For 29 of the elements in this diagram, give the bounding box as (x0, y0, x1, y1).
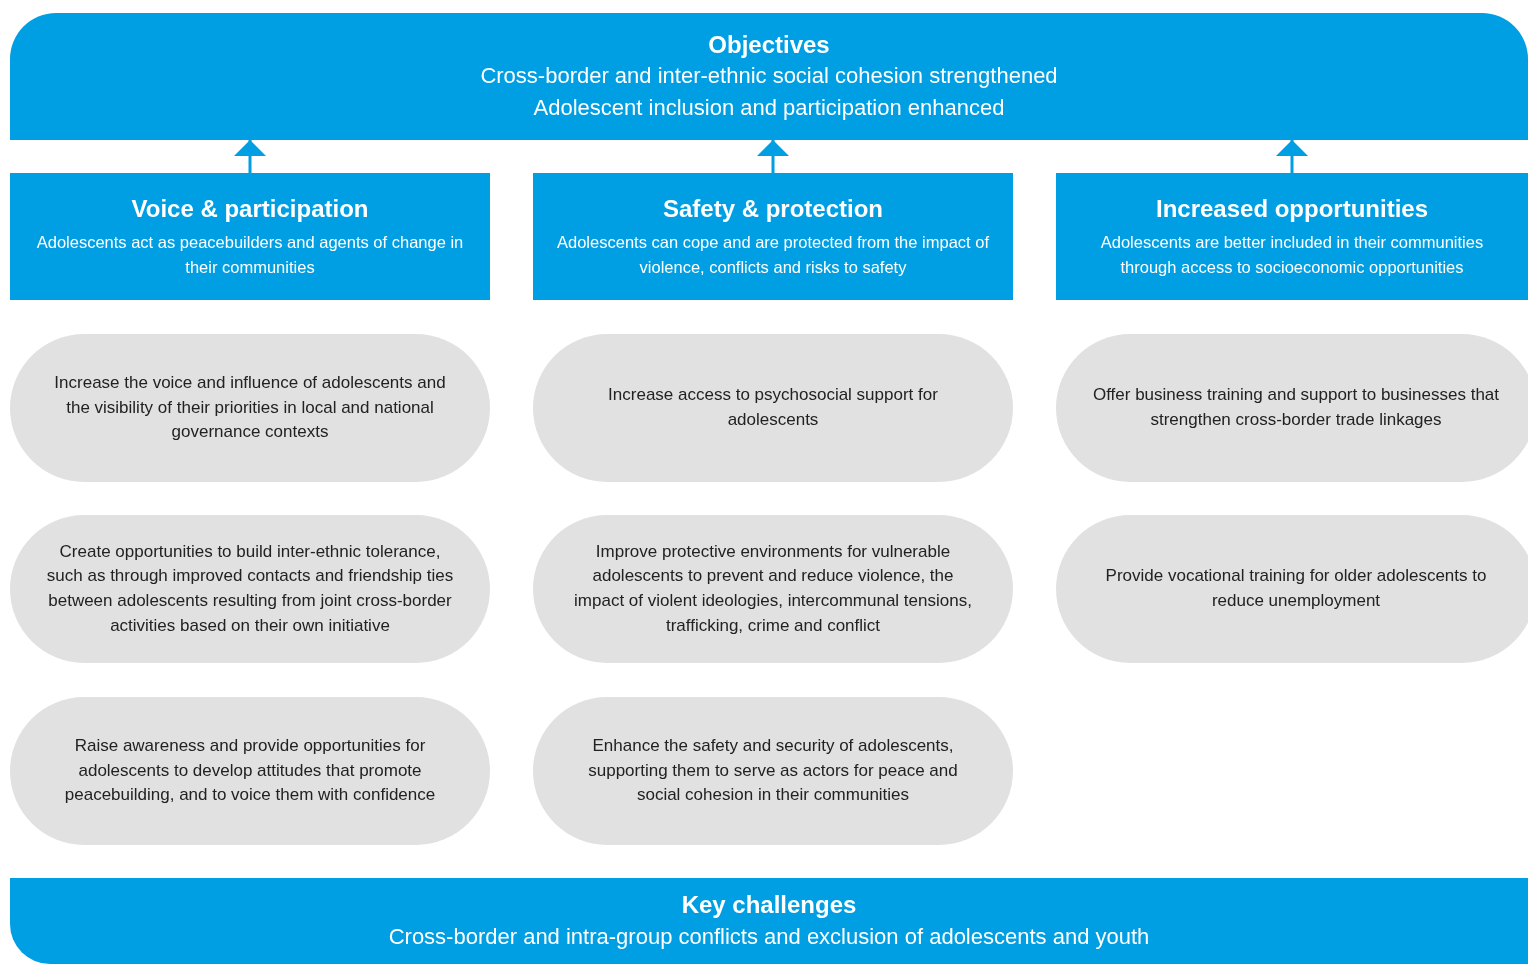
heading: Voice & participation (131, 194, 369, 225)
pillar-box (1056, 173, 1528, 300)
statement: Adolescent inclusion and participation enhanced (533, 94, 1005, 123)
activity-text: Offer business training and support to businesses that strengthen cross-border trade linkages (1091, 384, 1500, 431)
statement: Adolescents act as peacebuilders and agents of change in their communities (35, 232, 465, 279)
arrow (234, 140, 266, 173)
activity-text: Increase the voice and influence of adolescents and the visibility of their priorities in local and national governance contexts (53, 372, 447, 444)
statement: Cross-border and intra-group conflicts and exclusion of adolescents and youth (388, 922, 1150, 951)
activity-text: Enhance the safety and security of adolescents, supporting them to serve as actors for peace and social cohesion in their communities (587, 735, 959, 807)
activity-pill (1056, 515, 1528, 663)
arrow (757, 140, 789, 173)
arrow (1276, 140, 1308, 173)
activity-text: Provide vocational training for older adolescents to reduce unemployment (1104, 565, 1488, 612)
objectives-banner (10, 13, 1528, 140)
pillar-box (10, 173, 490, 300)
activity-pill (1056, 334, 1528, 482)
heading: Safety & protection (663, 194, 883, 225)
heading: Key challenges (681, 890, 857, 921)
heading: Increased opportunities (1155, 194, 1429, 225)
heading: Objectives (708, 30, 830, 60)
activity-text: Raise awareness and provide opportunities for adolescents to develop attitudes that promote peacebuilding, and to voice them with confidence (63, 735, 437, 807)
activity-text: Increase access to psychosocial support for adolescents (607, 384, 939, 431)
statement: Adolescents are better included in their communities through access to socioeconomic opportunities (1099, 232, 1485, 279)
activity-text: Improve protective environments for vulnerable adolescents to prevent and reduce violence, the impact of violent ideologies, intercommunal tensions, trafficking, crime and conflict (573, 540, 973, 637)
pillar-box (533, 173, 1013, 300)
activity-text: Create opportunities to build inter-ethnic tolerance, such as through improved contacts and friendship ties between adolescents resulting from joint cross-border activities based on their own initiative (45, 540, 455, 637)
challenges-banner (10, 878, 1528, 964)
statement: Adolescents can cope and are protected from the impact of violence, conflicts and risks to safety (556, 232, 990, 279)
statement: Cross-border and inter-ethnic social cohesion strengthened (480, 62, 1058, 91)
